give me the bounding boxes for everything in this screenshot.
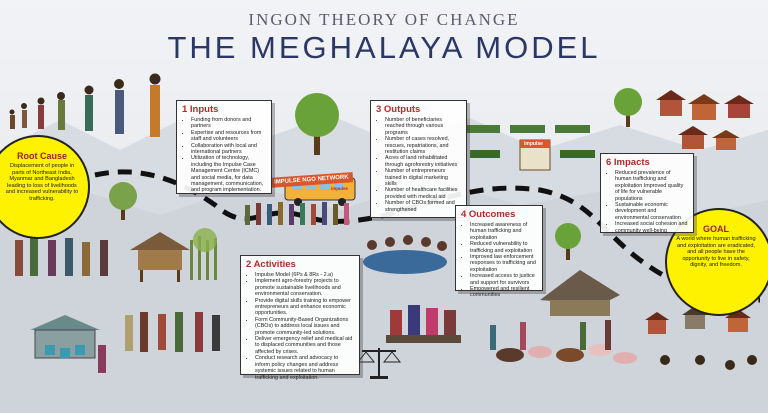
tree-right-illustration bbox=[614, 88, 642, 127]
outputs-item: Number of beneficiaries reached through … bbox=[385, 117, 461, 136]
outcomes-heading: 4 Outcomes bbox=[461, 209, 516, 220]
livestock-illustration bbox=[490, 320, 637, 364]
impacts-item: Reduced prevalence of human trafficking … bbox=[615, 170, 688, 202]
impacts-item: Sustainable economic development and env… bbox=[615, 202, 688, 221]
inputs-item: Collaboration with local and internation… bbox=[191, 143, 266, 156]
village-bottom-right-illustration bbox=[645, 306, 757, 370]
goal-circle: GOAL A world where human trafficking and… bbox=[665, 208, 768, 316]
inputs-card: 1 Inputs Funding from donors and partner… bbox=[176, 100, 272, 194]
outputs-heading: 3 Outputs bbox=[376, 104, 421, 115]
outcomes-item: Increased awareness of human trafficking… bbox=[470, 222, 537, 241]
outputs-item: Acres of land rehabilitated through agro… bbox=[385, 155, 461, 168]
activities-item: Deliver emergency relief and medical aid… bbox=[255, 336, 354, 355]
goal-text: A world where human trafficking and expl… bbox=[676, 236, 756, 269]
bus-side-sign: impulse bbox=[331, 186, 349, 191]
inputs-item: Expertise and resources from staff and v… bbox=[191, 130, 266, 143]
outputs-item: Number of cases resolved, rescues, repat… bbox=[385, 136, 461, 155]
walking-people-illustration bbox=[9, 73, 161, 137]
impacts-card: 6 Impacts Reduced prevalence of human tr… bbox=[600, 153, 694, 234]
tree-left-illustration bbox=[109, 182, 137, 220]
root-cause-text: Displacement of people in parts of North… bbox=[5, 163, 79, 202]
goal-heading: GOAL bbox=[703, 224, 729, 234]
outcomes-card: 4 Outcomes Increased awareness of human … bbox=[455, 205, 543, 298]
inputs-list: Funding from donors and partners Experti… bbox=[182, 117, 266, 194]
outcomes-item: Empowered and resilient communities bbox=[470, 286, 537, 299]
stall-sign: impulse bbox=[524, 141, 543, 147]
header-subtitle: INGON THEORY OF CHANGE bbox=[248, 10, 520, 29]
outputs-item: Number of entrepreneurs trained in digit… bbox=[385, 168, 461, 187]
impacts-heading: 6 Impacts bbox=[606, 157, 650, 168]
outputs-card: 3 Outputs Number of beneficiaries reache… bbox=[370, 100, 467, 218]
page-title: THE MEGHALAYA MODEL bbox=[167, 30, 601, 65]
inputs-item: Funding from donors and partners bbox=[191, 117, 266, 130]
scales-of-justice-icon bbox=[356, 348, 402, 379]
impacts-item: Increased social cohesion and community … bbox=[615, 221, 688, 234]
activities-item: Form Community-Based Organizations (CBOs… bbox=[255, 317, 354, 336]
journey-path bbox=[94, 169, 761, 303]
outcomes-item: Improved law enforcement responses to tr… bbox=[470, 254, 537, 273]
tree-outcomes-illustration bbox=[555, 223, 581, 260]
root-cause-heading: Root Cause bbox=[16, 151, 67, 161]
outcomes-item: Increased access to justice and support … bbox=[470, 273, 537, 286]
outcomes-item: Reduced vulnerability to trafficking and… bbox=[470, 241, 537, 254]
bamboo-illustration bbox=[190, 228, 217, 280]
root-cause-circle: Root Cause Displacement of people in par… bbox=[0, 135, 90, 239]
tailoring-women-illustration bbox=[386, 305, 461, 343]
farm-plots-illustration bbox=[465, 125, 595, 158]
outcomes-list: Increased awareness of human trafficking… bbox=[461, 222, 537, 299]
activity-people-illustration bbox=[125, 312, 220, 352]
activities-item: Implement agro-forestry projects to prom… bbox=[255, 278, 354, 297]
market-stall-illustration bbox=[519, 139, 551, 171]
outputs-list: Number of beneficiaries reached through … bbox=[376, 117, 461, 213]
community-meeting-illustration bbox=[363, 235, 447, 274]
tree-illustration bbox=[295, 93, 339, 155]
activities-heading: 2 Activities bbox=[246, 259, 296, 270]
activities-item: Conduct research and advocacy to inform … bbox=[255, 355, 354, 381]
inputs-item: Utilization of technology, including the… bbox=[191, 155, 266, 193]
activities-list: Impulse Model (6Ps & 8Rs - 2.a) Implemen… bbox=[246, 272, 354, 381]
impacts-list: Reduced prevalence of human trafficking … bbox=[606, 170, 688, 234]
activities-card: 2 Activities Impulse Model (6Ps & 8Rs - … bbox=[240, 255, 360, 381]
activities-item: Impulse Model (6Ps & 8Rs - 2.a) bbox=[255, 272, 354, 278]
hut-illustration bbox=[130, 232, 190, 282]
longhouse-illustration bbox=[540, 270, 620, 316]
outputs-item: Number of CBOs formed and strengthened bbox=[385, 200, 461, 213]
outputs-item: Number of healthcare facilities provided… bbox=[385, 187, 461, 200]
village-houses-illustration bbox=[656, 90, 754, 150]
villagers-left-illustration bbox=[15, 238, 108, 276]
relief-camp-illustration bbox=[30, 315, 106, 373]
inputs-heading: 1 Inputs bbox=[182, 104, 219, 115]
community-crowd-illustration bbox=[245, 202, 349, 225]
activities-item: Provide digital skills training to empow… bbox=[255, 298, 354, 317]
